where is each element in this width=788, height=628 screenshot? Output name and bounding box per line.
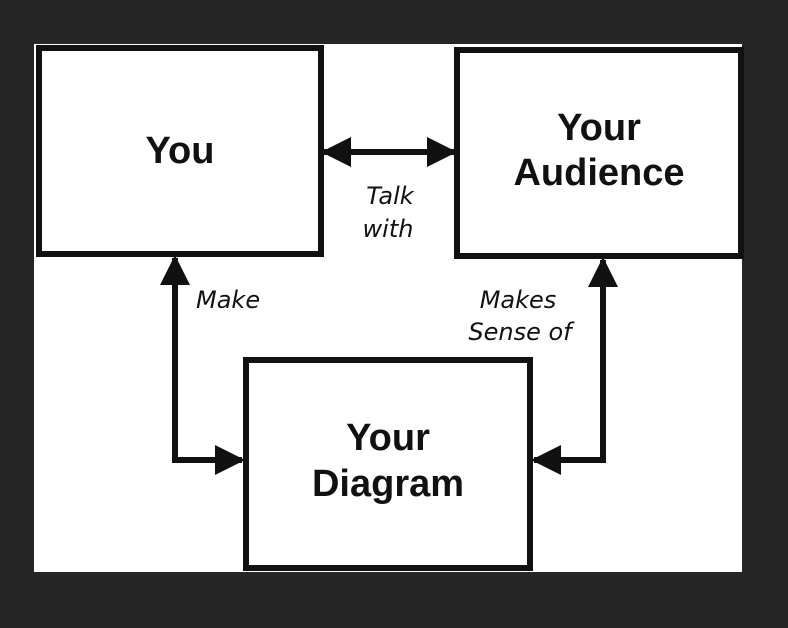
node-audience-label-line2: Audience bbox=[513, 152, 684, 194]
edge-makes-sense-of-label-line2: Sense of bbox=[468, 318, 575, 346]
node-diagram: Your Diagram bbox=[243, 357, 533, 571]
edge-make-label: Make bbox=[196, 286, 260, 314]
node-you-label: You bbox=[146, 130, 215, 172]
node-diagram-label-line2: Diagram bbox=[312, 463, 464, 505]
edge-make-arrow bbox=[160, 255, 245, 475]
edge-makes-sense-of-arrow bbox=[531, 257, 618, 475]
edge-makes-sense-of-label-line1: Makes bbox=[480, 286, 557, 314]
node-audience: Your Audience bbox=[454, 47, 744, 259]
node-audience-label-line1: Your bbox=[557, 107, 641, 149]
edge-talk-with-label-line2: with bbox=[363, 215, 414, 243]
node-diagram-label-line1: Your bbox=[346, 417, 430, 459]
edge-talk-with-label-line1: Talk bbox=[366, 182, 415, 210]
node-you: You bbox=[36, 45, 324, 257]
